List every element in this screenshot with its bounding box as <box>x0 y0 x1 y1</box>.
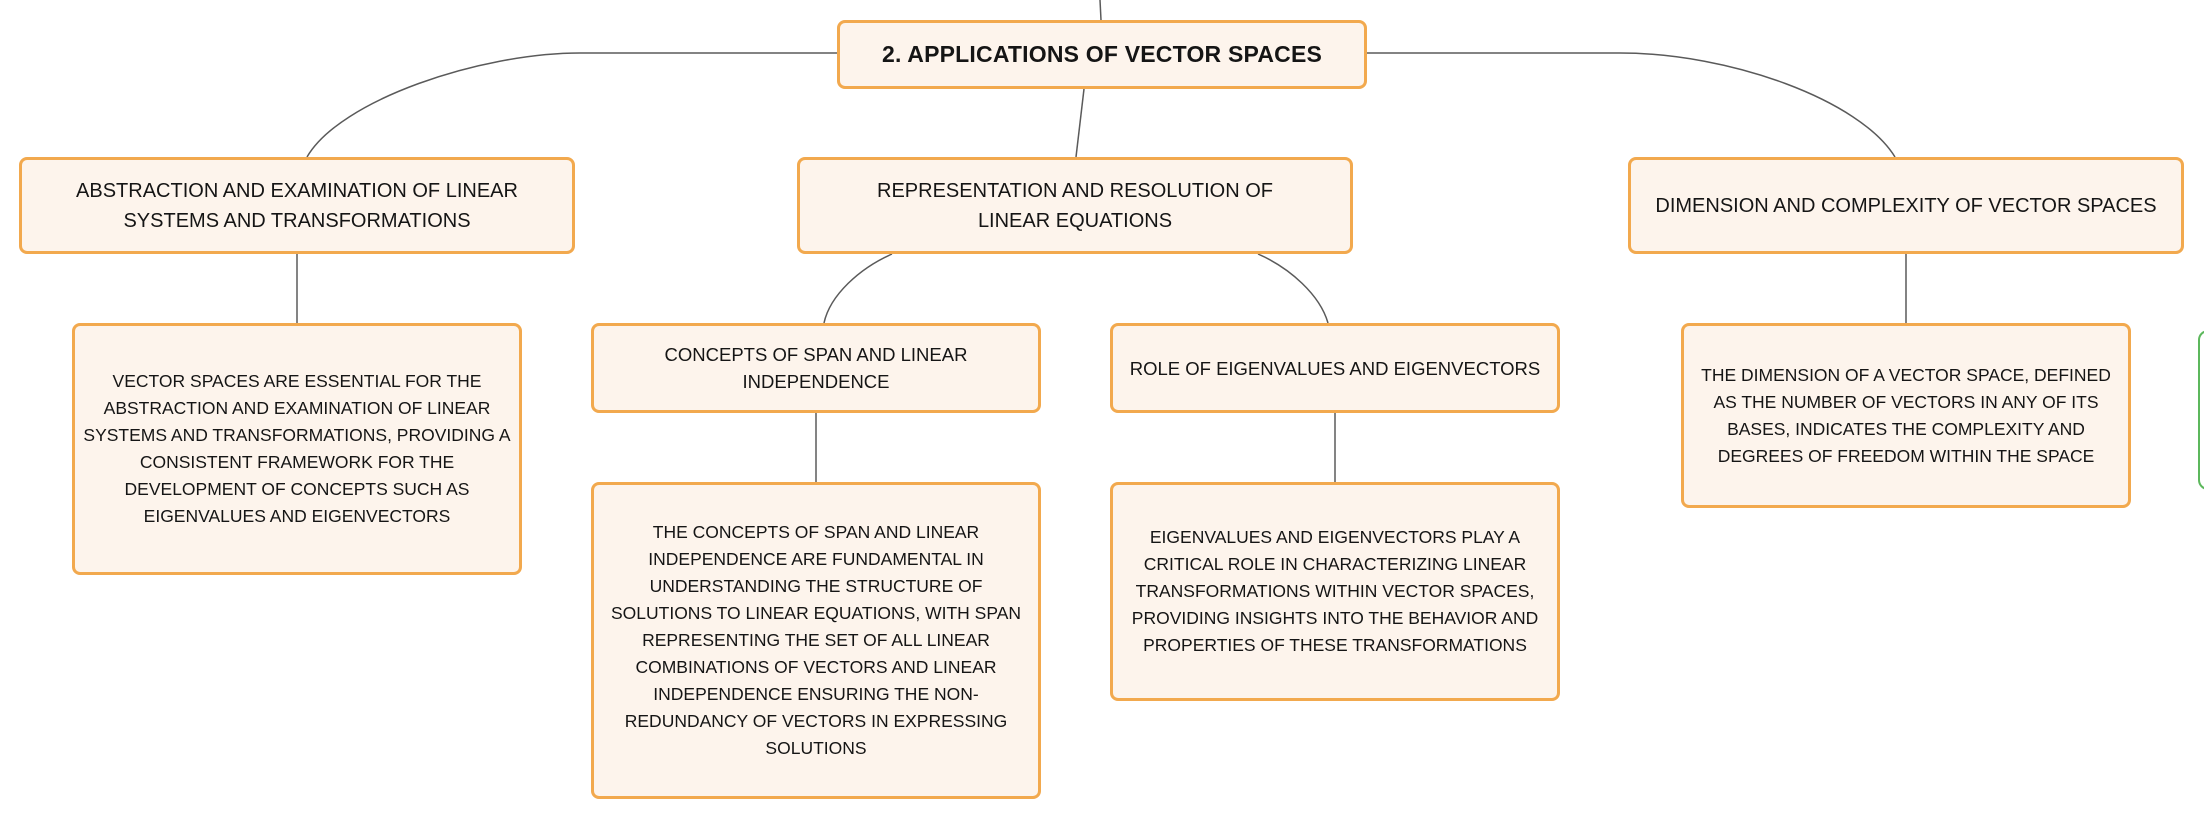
description-dimension-text: THE DIMENSION OF A VECTOR SPACE, DEFINED… <box>1701 364 2111 466</box>
branch-node-dimension[interactable]: DIMENSION AND COMPLEXITY OF VECTOR SPACE… <box>1628 157 2184 254</box>
connector-representation-to-eigen <box>1257 253 1329 324</box>
subtopic-node-eigen[interactable]: ROLE OF EIGENVALUES AND EIGENVECTORS <box>1110 323 1560 413</box>
description-abstraction-text: VECTOR SPACES ARE ESSENTIAL FOR THE ABST… <box>83 371 511 526</box>
subtopic-span-label: CONCEPTS OF SPAN AND LINEAR INDEPENDENCE <box>664 344 968 392</box>
root-node-label: 2. APPLICATIONS OF VECTOR SPACES <box>881 41 1323 67</box>
connector-root-to-branch-representation <box>1075 88 1085 158</box>
branch-node-dimension-label: DIMENSION AND COMPLEXITY OF VECTOR SPACE… <box>1655 194 2157 217</box>
branch-node-representation[interactable]: REPRESENTATION AND RESOLUTION OF LINEAR … <box>797 157 1353 254</box>
branch-node-abstraction[interactable]: ABSTRACTION AND EXAMINATION OF LINEAR SY… <box>19 157 575 254</box>
offscreen-node-edge <box>2198 330 2204 490</box>
description-node-dimension[interactable]: THE DIMENSION OF A VECTOR SPACE, DEFINED… <box>1681 323 2131 508</box>
subtopic-node-span[interactable]: CONCEPTS OF SPAN AND LINEAR INDEPENDENCE <box>591 323 1041 413</box>
root-node[interactable]: 2. APPLICATIONS OF VECTOR SPACES <box>837 20 1367 89</box>
description-node-eigen[interactable]: EIGENVALUES AND EIGENVECTORS PLAY A CRIT… <box>1110 482 1560 701</box>
description-node-abstraction[interactable]: VECTOR SPACES ARE ESSENTIAL FOR THE ABST… <box>72 323 522 575</box>
description-eigen-text: EIGENVALUES AND EIGENVECTORS PLAY A CRIT… <box>1131 527 1539 655</box>
branch-node-representation-label: REPRESENTATION AND RESOLUTION OF LINEAR … <box>877 179 1273 232</box>
connector-root-to-branch-dimension <box>1365 52 1896 158</box>
description-span-text: THE CONCEPTS OF SPAN AND LINEAR INDEPEND… <box>610 522 1022 758</box>
connector-representation-to-span <box>823 253 893 324</box>
description-node-span[interactable]: THE CONCEPTS OF SPAN AND LINEAR INDEPEND… <box>591 482 1041 799</box>
subtopic-eigen-label: ROLE OF EIGENVALUES AND EIGENVECTORS <box>1129 357 1541 379</box>
connector-root-to-branch-abstraction <box>306 52 838 158</box>
branch-node-abstraction-label: ABSTRACTION AND EXAMINATION OF LINEAR SY… <box>76 179 518 232</box>
connector-parent-to-root <box>1099 0 1102 21</box>
